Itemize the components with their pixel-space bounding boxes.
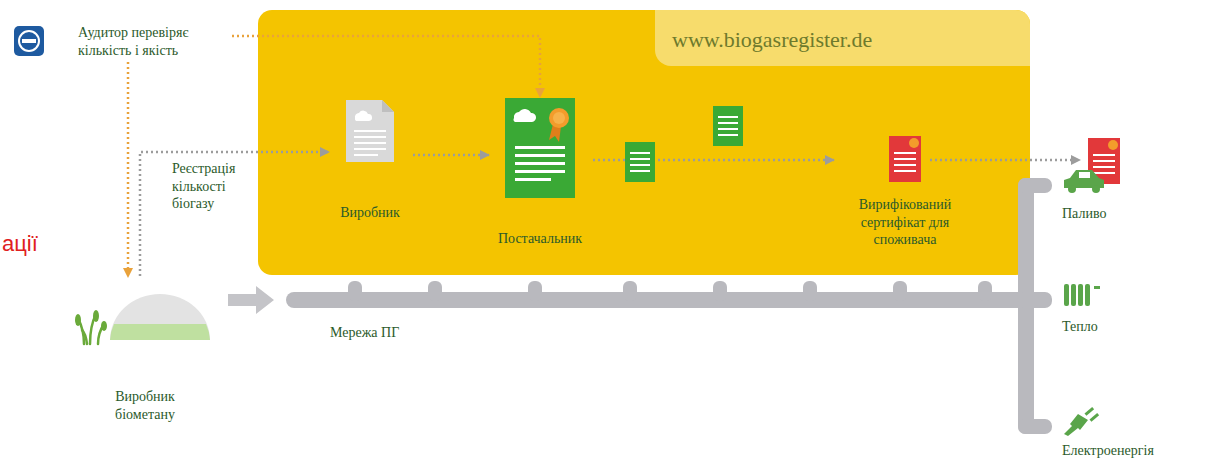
auditor-note: Аудитор перевіряє кількість і якість [78,24,228,59]
dome-icon [70,278,220,348]
producer-document: Виробник [330,98,410,222]
power-branch [1018,419,1052,434]
use-label: Паливо [1062,205,1182,223]
logo-icon [14,26,44,56]
use-label: Електроенергія [1062,442,1202,460]
cut-heading: ації [2,230,92,258]
use-label: Тепло [1062,318,1182,336]
flow-arrow [232,36,540,97]
auditor-text-column: Аудитор перевіряє кількість і якість [78,24,228,59]
edge-label: Реєстрація кількості біогазу [172,160,256,213]
delivery-arrow [930,159,1080,162]
verified-certificate: Вирифікований сертифікат для споживача [835,136,975,249]
radiator-icon [1064,284,1100,306]
flow-arrow [140,152,329,276]
feed-arrow [228,286,274,314]
auditor-box: Аудитор перевіряє кількість і якість [14,24,228,59]
node-caption: Вирифікований сертифікат для споживача [835,196,975,249]
biomethane-plant: Виробник біометану [70,278,220,423]
supplier-certificate: Постачальник [490,98,590,248]
doc-icon [344,98,396,164]
network-label: Мережа ПГ [330,324,450,342]
plug-icon [1064,407,1099,436]
flow-arrow [413,154,489,157]
pipe-stubs [348,281,992,301]
gas-pipe [286,292,1034,308]
car-icon [1064,170,1104,193]
node-caption: Виробник біометану [90,388,200,423]
small-certificate [713,106,743,146]
small-certificate [625,142,655,182]
node-caption: Постачальник [490,230,590,248]
heat-branch [1018,292,1052,308]
register-url: www.biogasregister.de [672,10,1020,54]
red-icon [889,136,921,182]
fuel-branch [1018,178,1052,193]
node-caption: Виробник [330,204,410,222]
cert-icon [505,98,575,198]
flow-arrow [127,62,130,277]
